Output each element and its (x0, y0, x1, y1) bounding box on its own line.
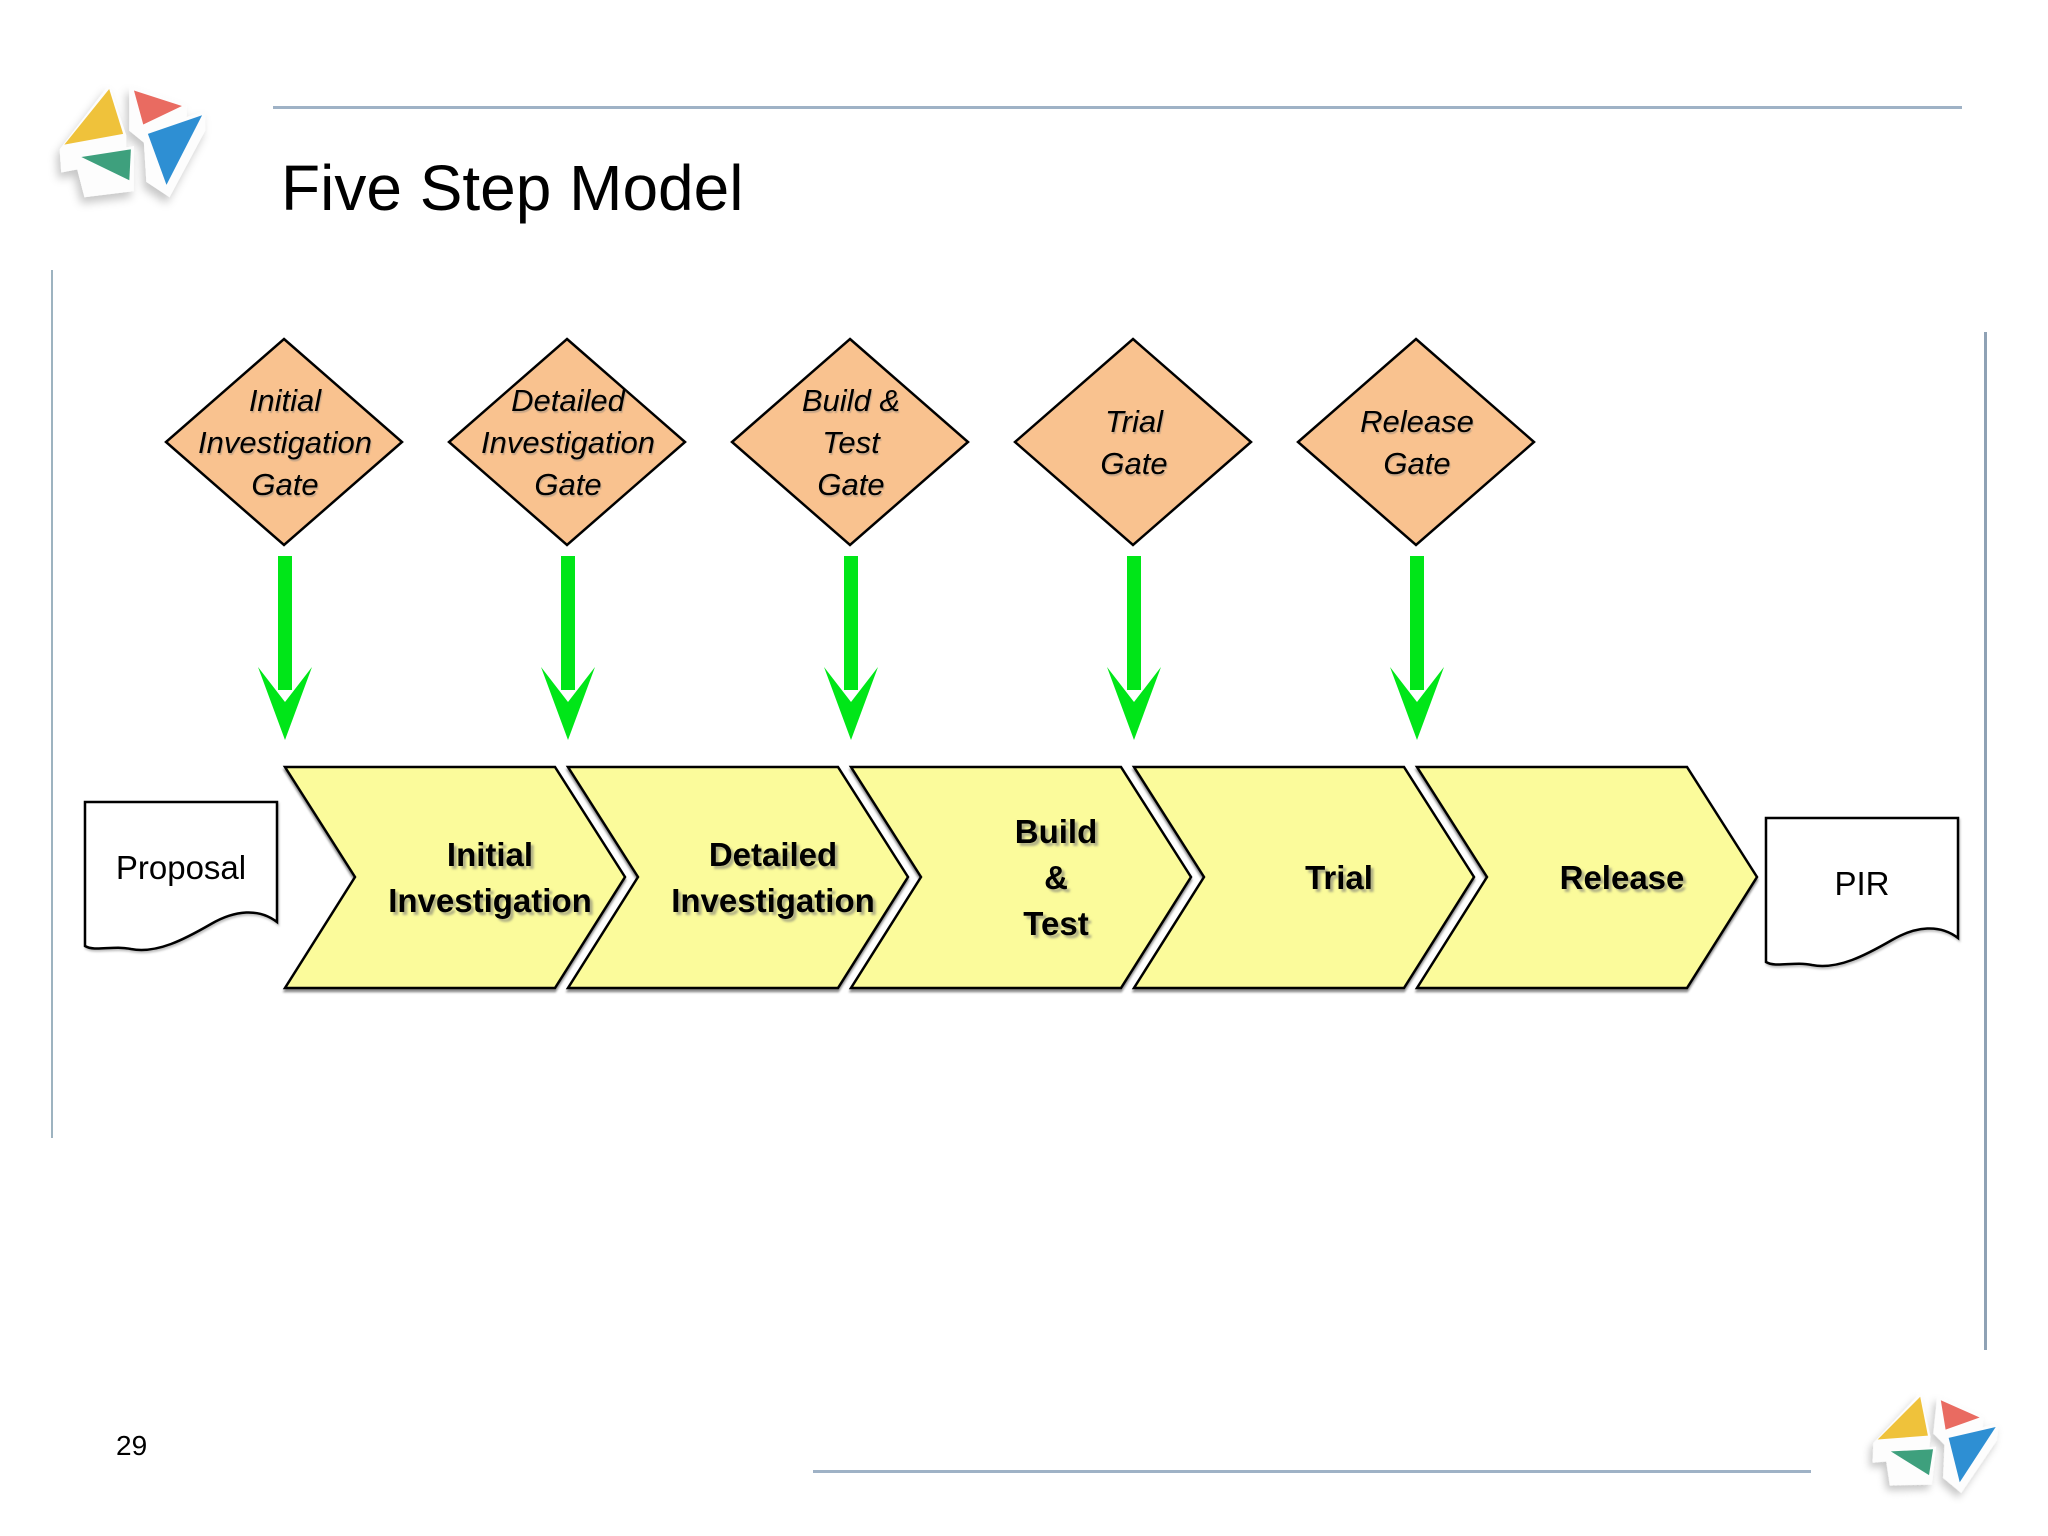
step-label: Detailed Investigation (671, 835, 875, 919)
right-margin-rule (1984, 332, 1987, 1350)
step-trial: Trial (1131, 765, 1476, 990)
step-initial-investigation: Initial Investigation (282, 765, 627, 990)
step-label: Trial (1305, 858, 1373, 896)
left-margin-rule (51, 270, 53, 1138)
step-release: Release (1414, 765, 1759, 990)
gate-trial: Trial Gate (1013, 337, 1253, 547)
gate-label: Release Gate (1360, 404, 1474, 481)
step-detailed-investigation: Detailed Investigation (565, 765, 910, 990)
proposal-document: Proposal (83, 800, 279, 960)
chevron-shape (1414, 765, 1759, 990)
chevron-shape (848, 765, 1193, 990)
page-title: Five Step Model (281, 152, 744, 224)
company-logo (59, 84, 206, 198)
diamond-shape (447, 337, 687, 547)
diamond-shape (1013, 337, 1253, 547)
page-number: 29 (116, 1430, 148, 1461)
logo-yellow-triangle (1877, 1396, 1928, 1440)
logo-green-triangle (1890, 1449, 1934, 1476)
step-label: Release (1559, 858, 1685, 896)
diamond-shape (730, 337, 970, 547)
chevron-shape (282, 765, 627, 990)
chevron-shape (565, 765, 910, 990)
gate-initial-investigation: Initial Investigation Gate (164, 337, 404, 547)
gate-label: Trial Gate (1100, 404, 1168, 481)
gate-label: Build & Test Gate (801, 383, 901, 502)
step-label: Initial Investigation (388, 835, 592, 919)
gate-label: Initial Investigation Gate (197, 383, 373, 502)
diamond-shape (1296, 337, 1536, 547)
footer-rule (813, 1470, 1811, 1473)
logo-yellow-triangle (64, 88, 124, 145)
gate-release: Release Gate (1296, 337, 1536, 547)
document-label: PIR (1834, 865, 1890, 902)
document-shape (83, 800, 279, 952)
gate-build-test: Build & Test Gate (730, 337, 970, 547)
title-underline (273, 106, 1962, 109)
logo-red-triangle (133, 90, 182, 125)
logo-blue-triangle (147, 115, 203, 185)
step-build-test: Build & Test (848, 765, 1193, 990)
document-shape (1764, 816, 1960, 968)
company-logo (1872, 1392, 1999, 1493)
document-label: Proposal (115, 849, 247, 886)
gate-label: Detailed Investigation Gate (480, 383, 656, 502)
down-arrow-icon (541, 556, 595, 740)
logo-green-triangle (81, 149, 131, 181)
down-arrow-icon (824, 556, 878, 740)
logo-red-triangle (1940, 1400, 1980, 1430)
logo-blue-triangle (1948, 1427, 1996, 1483)
pir-document: PIR (1764, 816, 1960, 976)
chevron-shape (1131, 765, 1476, 990)
gate-detailed-investigation: Detailed Investigation Gate (447, 337, 687, 547)
step-label: Build & Test (1014, 812, 1098, 942)
down-arrow-icon (258, 556, 312, 740)
down-arrow-icon (1107, 556, 1161, 740)
diamond-shape (164, 337, 404, 547)
down-arrow-icon (1390, 556, 1444, 740)
